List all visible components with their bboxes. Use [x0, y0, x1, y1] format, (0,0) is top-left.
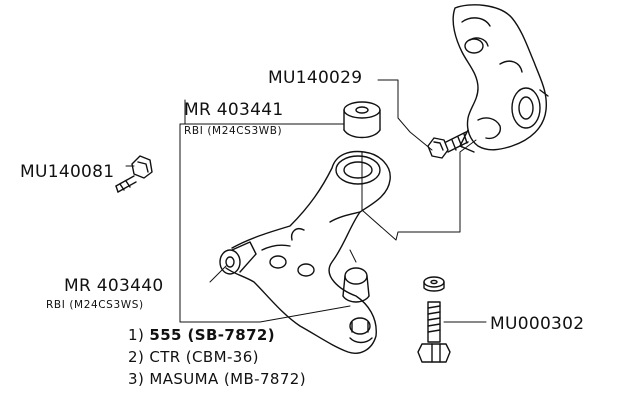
- part-number-mu000302: MU000302: [490, 314, 585, 334]
- crossref-num: 1): [128, 326, 145, 344]
- part-number-mu140081: MU140081: [20, 162, 115, 182]
- bolt-mu140081: [115, 155, 153, 193]
- crossref-num: 2): [128, 348, 145, 366]
- bolt-mu000302: [417, 276, 451, 363]
- part-number-mr403441: MR 403441: [184, 100, 284, 120]
- crossref-text: CTR (CBM-36): [149, 348, 259, 366]
- leader-lines: [125, 79, 487, 323]
- crossref-text: MASUMA (MB-7872): [149, 370, 306, 388]
- crossref-item-2: 2) CTR (CBM-36): [128, 350, 259, 365]
- crossref-item-1: 1) 555 (SB-7872): [128, 328, 275, 343]
- rbi-code-m24cs3wb: RBI (M24CS3WB): [184, 125, 283, 137]
- lower-control-arm: [225, 150, 391, 354]
- rbi-code-m24cs3ws: RBI (M24CS3WS): [46, 299, 144, 311]
- front-bushing: [219, 241, 257, 275]
- crossref-text: 555 (SB-7872): [149, 326, 276, 344]
- bushing-mr403441: [343, 101, 381, 139]
- part-number-mr403440: MR 403440: [64, 276, 164, 296]
- part-number-mu140029: MU140029: [268, 68, 363, 88]
- bolt-mu140029: [427, 131, 469, 159]
- crossref-num: 3): [128, 370, 145, 388]
- ball-joint: [342, 267, 373, 344]
- steering-knuckle: [452, 4, 549, 153]
- crossref-item-3: 3) MASUMA (MB-7872): [128, 372, 306, 387]
